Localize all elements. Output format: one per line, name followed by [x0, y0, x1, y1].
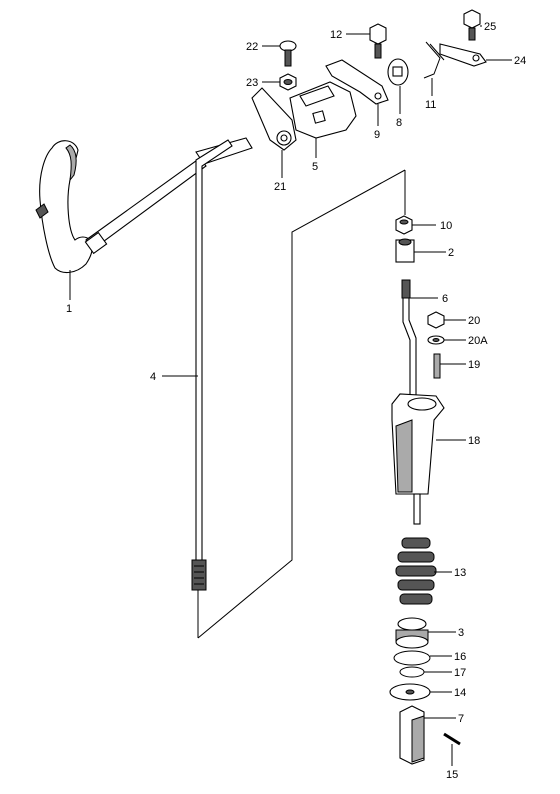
callout-19: 19: [468, 359, 480, 371]
callout-8: 8: [396, 117, 402, 129]
bolt-12: [369, 23, 387, 59]
callout-17: 17: [454, 667, 466, 679]
callout-16: 16: [454, 651, 466, 663]
ring-17: [399, 666, 425, 678]
boot-13: [395, 537, 437, 605]
callout-23: 23: [246, 77, 258, 89]
callout-11: 11: [425, 99, 436, 111]
tiller-handle: [35, 137, 253, 273]
bolt-25: [463, 9, 481, 41]
pin-19: [433, 353, 441, 379]
callout-21: 21: [274, 181, 286, 193]
clip-11: [423, 41, 445, 79]
callout-labels: 1 4 5 21 22 23 12 9 8 11 25 24 10 2 6 20…: [66, 21, 526, 781]
washer-20a: [427, 335, 445, 345]
washer-14: [389, 683, 431, 701]
ring-16: [393, 650, 431, 666]
grommet-3: [395, 617, 429, 649]
callout-20: 20: [468, 315, 480, 327]
nut-20: [427, 311, 445, 329]
shift-cam: [289, 81, 357, 139]
callout-25: 25: [484, 21, 496, 33]
coupler-2: [395, 238, 415, 263]
callout-1: 1: [66, 303, 72, 315]
callout-7: 7: [458, 713, 464, 725]
callout-4: 4: [150, 371, 156, 383]
assembly-outline: [197, 169, 406, 639]
bushing-8: [387, 58, 409, 86]
callout-9: 9: [374, 129, 380, 141]
callout-14: 14: [454, 687, 466, 699]
link-arm: [251, 87, 297, 151]
callout-3: 3: [458, 627, 464, 639]
shift-rod: [191, 139, 233, 591]
lower-link-7: [399, 705, 425, 765]
callout-24: 24: [514, 55, 526, 67]
leader-lines: [69, 25, 512, 766]
callout-6: 6: [442, 293, 448, 305]
callout-5: 5: [312, 161, 318, 173]
lever-housing-18: [391, 393, 445, 525]
callout-12: 12: [330, 29, 342, 41]
pin-15: [443, 732, 461, 746]
plate-24: [439, 43, 487, 67]
bracket-9: [325, 59, 389, 105]
callout-10: 10: [440, 220, 452, 232]
callout-13: 13: [454, 567, 466, 579]
callout-20a: 20A: [468, 335, 488, 347]
nut-10: [395, 215, 413, 235]
callout-15: 15: [446, 769, 458, 781]
callout-18: 18: [468, 435, 480, 447]
bolt-22: [279, 40, 297, 67]
callout-2: 2: [448, 247, 454, 259]
callout-22: 22: [246, 41, 258, 53]
nut-23: [279, 73, 297, 91]
